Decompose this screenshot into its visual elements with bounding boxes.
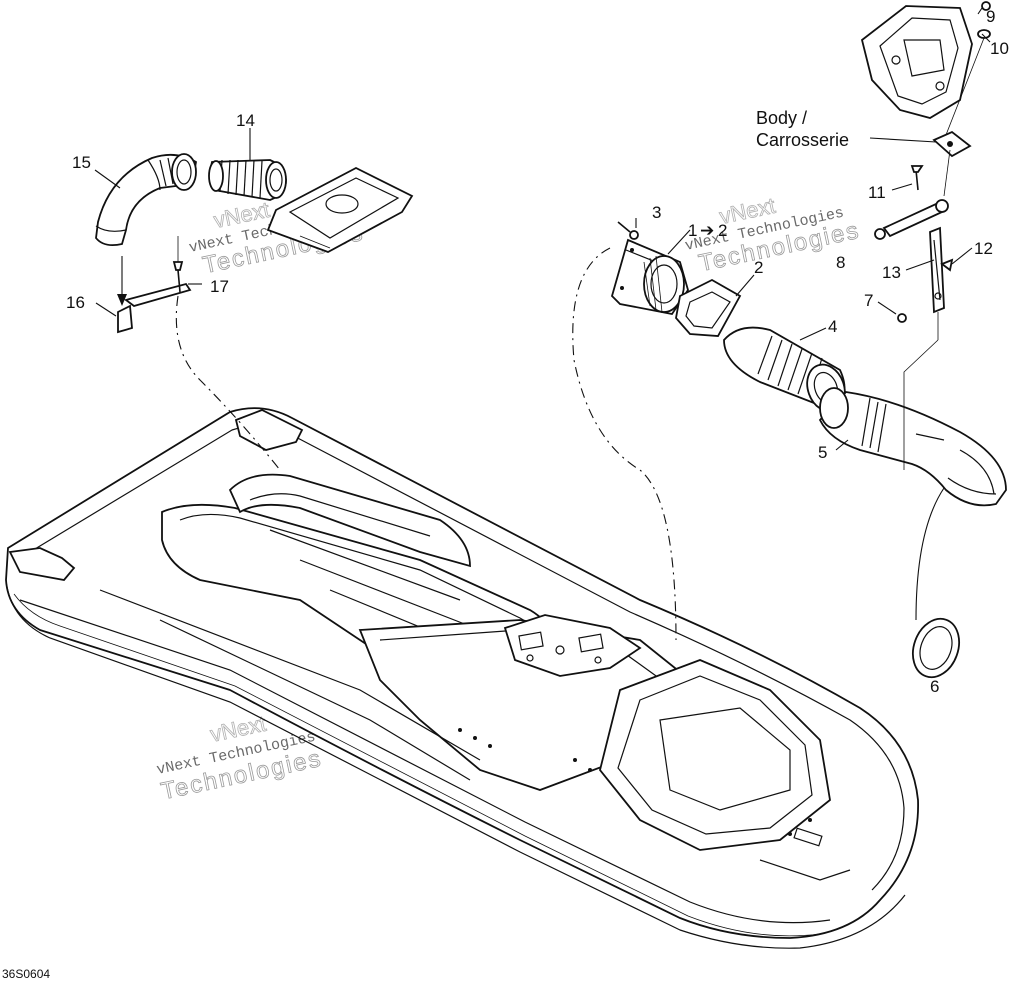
callout-1: 1 <box>688 221 697 240</box>
body-label-line2: Carrosserie <box>756 130 849 150</box>
part-3-screw <box>617 221 639 240</box>
callout-1-ref: 2 <box>718 221 727 240</box>
part-8-strap <box>874 199 949 240</box>
callout-4: 4 <box>828 317 837 336</box>
callout-1-arrow: ➔ <box>700 221 714 240</box>
callout-10: 10 <box>990 39 1009 58</box>
callout-7: 7 <box>864 291 873 310</box>
callout-5: 5 <box>818 443 827 462</box>
callout-13: 13 <box>882 263 901 282</box>
callout-12: 12 <box>974 239 993 258</box>
part-12-screw <box>940 258 954 272</box>
callout-11: 11 <box>868 183 886 202</box>
part-13-clamp-strip <box>929 226 945 314</box>
part-9-screw <box>981 1 991 11</box>
callout-9: 9 <box>986 7 995 26</box>
callout-14: 14 <box>236 111 255 130</box>
part-1-flange-housing <box>610 238 689 315</box>
callout-3: 3 <box>652 203 661 222</box>
body-top-bracket <box>860 5 973 119</box>
callout-labels: 14 15 16 17 3 1 ➔ 2 2 4 5 6 7 8 9 10 11 … <box>2 7 1009 981</box>
part-6-ring-seal <box>912 617 960 679</box>
callout-15: 15 <box>72 153 91 172</box>
deck-holes <box>458 728 812 836</box>
part-7-nut <box>897 313 907 323</box>
drawing-code: 36S0604 <box>2 967 50 981</box>
body-label-line1: Body / <box>756 108 807 128</box>
right-duct-assembly <box>572 1 1007 679</box>
callout-17: 17 <box>210 277 229 296</box>
callout-16: 16 <box>66 293 85 312</box>
part-11-screw <box>910 165 924 191</box>
watercraft-hull <box>5 407 919 949</box>
left-duct-assembly <box>95 153 414 471</box>
part-10-washer <box>977 29 991 39</box>
part-15-elbow-duct <box>95 153 197 247</box>
part-5-elbow-duct <box>818 387 1007 507</box>
callout-6: 6 <box>930 677 939 696</box>
left-mount-plate <box>266 166 414 253</box>
part-17-bracket <box>117 236 192 334</box>
callout-2: 2 <box>754 258 763 277</box>
part-14-corrugated-hose <box>208 159 287 201</box>
callout-8: 8 <box>836 253 845 272</box>
part-2-gasket <box>675 278 742 337</box>
